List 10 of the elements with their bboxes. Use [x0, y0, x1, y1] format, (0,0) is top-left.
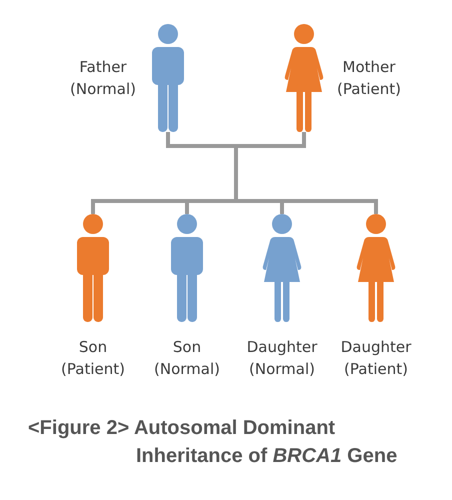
- person-label: Mother (Patient): [336, 57, 402, 100]
- person-label: Daughter (Patient): [340, 337, 412, 380]
- pedigree-line: [236, 132, 306, 148]
- person-label: Son (Normal): [153, 337, 221, 380]
- person-label: Daughter (Normal): [246, 337, 318, 380]
- person-label: Father (Normal): [69, 57, 137, 100]
- pedigree-line: [166, 132, 236, 148]
- person-label: Son (Patient): [60, 337, 126, 380]
- figure-caption: <Figure 2> Autosomal Dominant Inheritance of BRCA1 Gene: [28, 416, 398, 469]
- pedigree-line: [234, 146, 238, 201]
